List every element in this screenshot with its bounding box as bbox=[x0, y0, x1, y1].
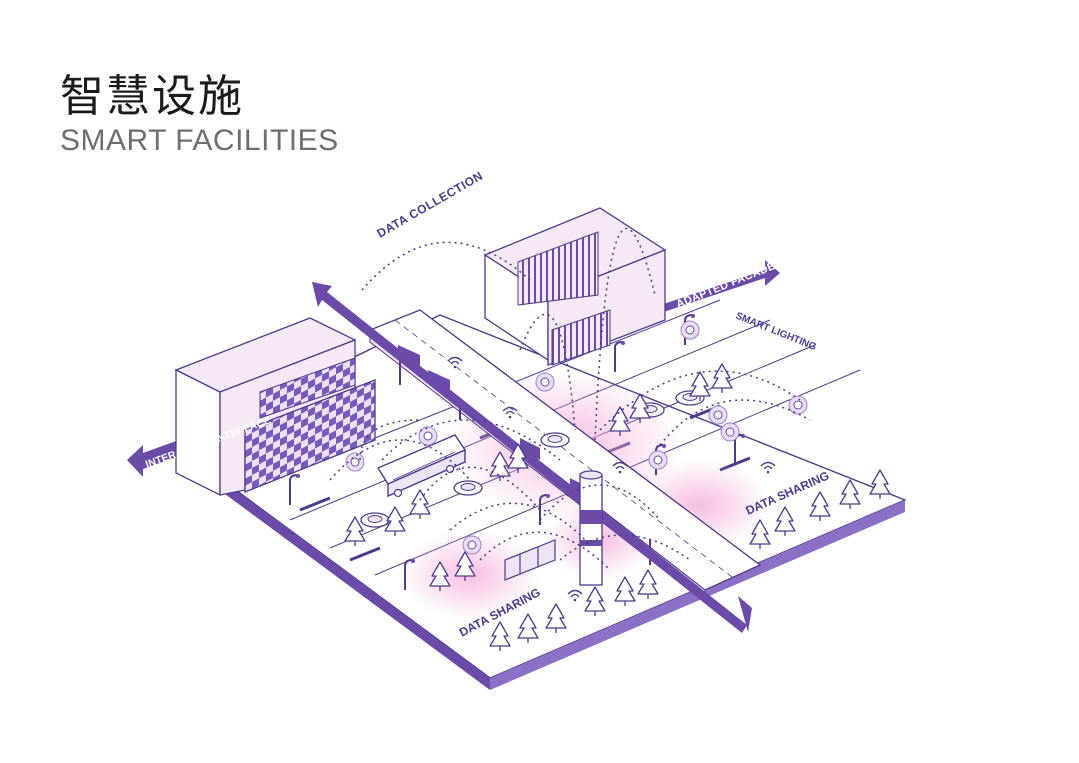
smart-light-sensor bbox=[462, 535, 482, 555]
page-title-en: SMART FACILITIES bbox=[60, 124, 339, 157]
arrow-bridge-axis bbox=[312, 282, 752, 633]
car-icon bbox=[360, 512, 390, 528]
smart-light-sensor bbox=[535, 372, 555, 392]
smart-light-sensor bbox=[680, 320, 700, 340]
label-data-collection: DATA COLLECTION bbox=[375, 169, 486, 241]
car-icon bbox=[540, 432, 570, 448]
bus-icon bbox=[376, 434, 467, 498]
title-block: 智慧设施 SMART FACILITIES bbox=[60, 72, 339, 158]
label-smart-lighting: SMART LIGHTING bbox=[734, 311, 818, 354]
smart-light-sensor bbox=[418, 426, 438, 446]
central-tower bbox=[579, 470, 603, 586]
label-adapted-facade: ADAPTED FACADE bbox=[675, 260, 777, 311]
building-right bbox=[483, 207, 667, 366]
car-icon bbox=[453, 480, 483, 496]
smart-light-sensor bbox=[708, 405, 728, 425]
kiosk-icon bbox=[504, 539, 556, 581]
data-arcs bbox=[329, 227, 811, 571]
tree-icon bbox=[711, 363, 733, 394]
streetlight-icon bbox=[614, 340, 626, 373]
smart-light-sensor bbox=[788, 395, 808, 415]
tree-icon bbox=[689, 371, 711, 402]
smart-light-sensor bbox=[720, 422, 740, 442]
building-left bbox=[174, 317, 376, 497]
smart-light-sensor bbox=[648, 450, 668, 470]
page-title-cn: 智慧设施 bbox=[60, 71, 244, 122]
tree-icon bbox=[869, 469, 891, 500]
